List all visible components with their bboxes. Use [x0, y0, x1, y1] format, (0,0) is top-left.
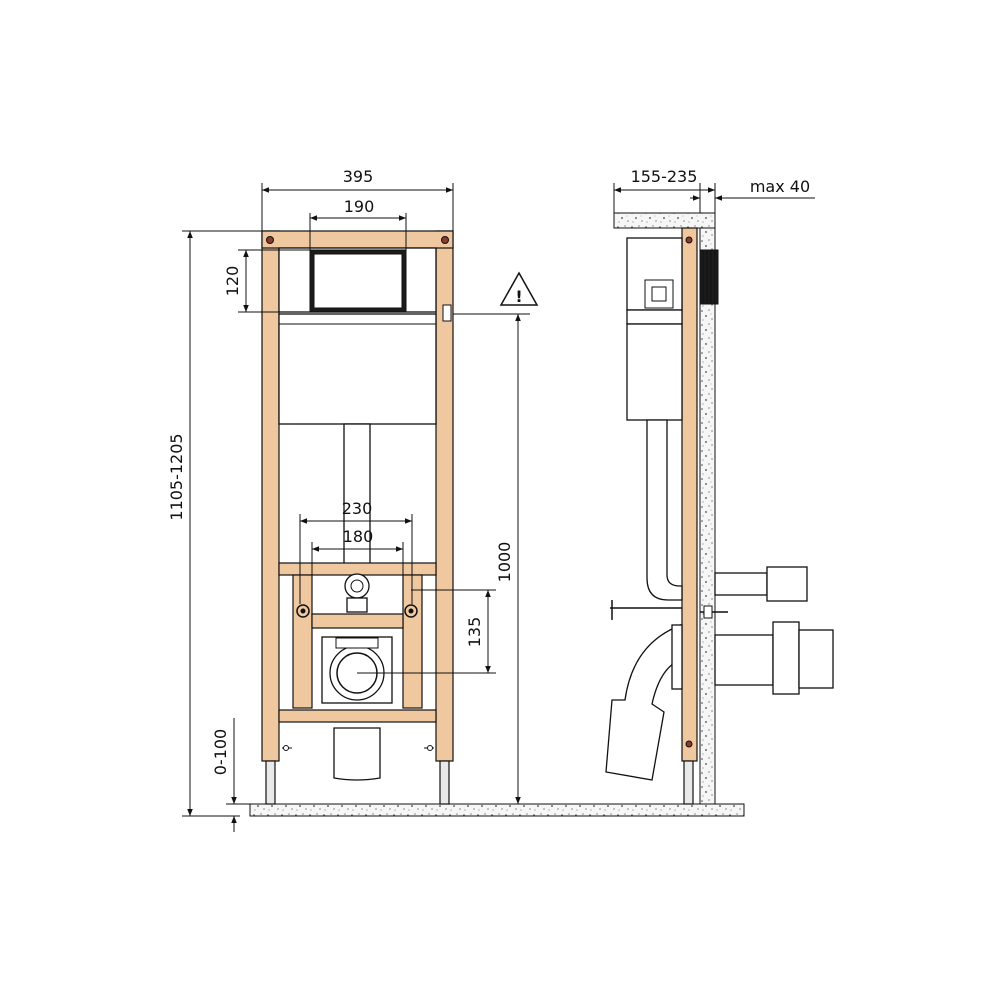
left-upright — [261, 230, 280, 762]
warning-symbol: ! — [515, 287, 522, 306]
flush-connector-side — [714, 572, 768, 596]
drain-connector-side — [714, 634, 774, 686]
fixing-plate — [292, 574, 313, 709]
dim-cover-thickness: max 40 — [750, 177, 810, 196]
side-dimensions: 155-235 max 40 — [613, 167, 815, 213]
dim-bowl-height: 135 — [465, 617, 484, 648]
ceiling-slab — [613, 212, 716, 229]
top-rail — [261, 230, 454, 249]
drain-bend — [605, 623, 681, 781]
dim-plate-height: 120 — [223, 266, 242, 297]
dim-floor-adjust: 0-100 — [211, 729, 230, 776]
dim-wall-distance: 155-235 — [631, 167, 698, 186]
front-view — [261, 230, 454, 805]
left-foot — [265, 760, 276, 805]
warning-triangle-icon: ! — [499, 271, 539, 306]
frame-side-upright — [681, 227, 698, 762]
side-view — [605, 212, 834, 805]
dim-frame-width: 395 — [343, 167, 374, 186]
floor-slab — [249, 803, 745, 817]
front-dimensions: 395 190 120 1105-1205 230 180 135 — [167, 167, 539, 832]
dim-plate-width: 190 — [344, 197, 375, 216]
flush-pipe-side — [646, 419, 683, 601]
right-foot — [439, 760, 450, 805]
bottom-rail — [278, 709, 437, 723]
dim-fixing-outer: 230 — [342, 499, 373, 518]
dim-reference-height: 1000 — [495, 542, 514, 583]
cistern — [278, 313, 437, 425]
dim-fixing-inner: 180 — [343, 527, 374, 546]
dim-frame-height: 1105-1205 — [167, 433, 186, 520]
flush-plate-side — [699, 249, 719, 305]
waste-pipe-front — [333, 727, 381, 781]
flush-connector — [344, 573, 370, 599]
